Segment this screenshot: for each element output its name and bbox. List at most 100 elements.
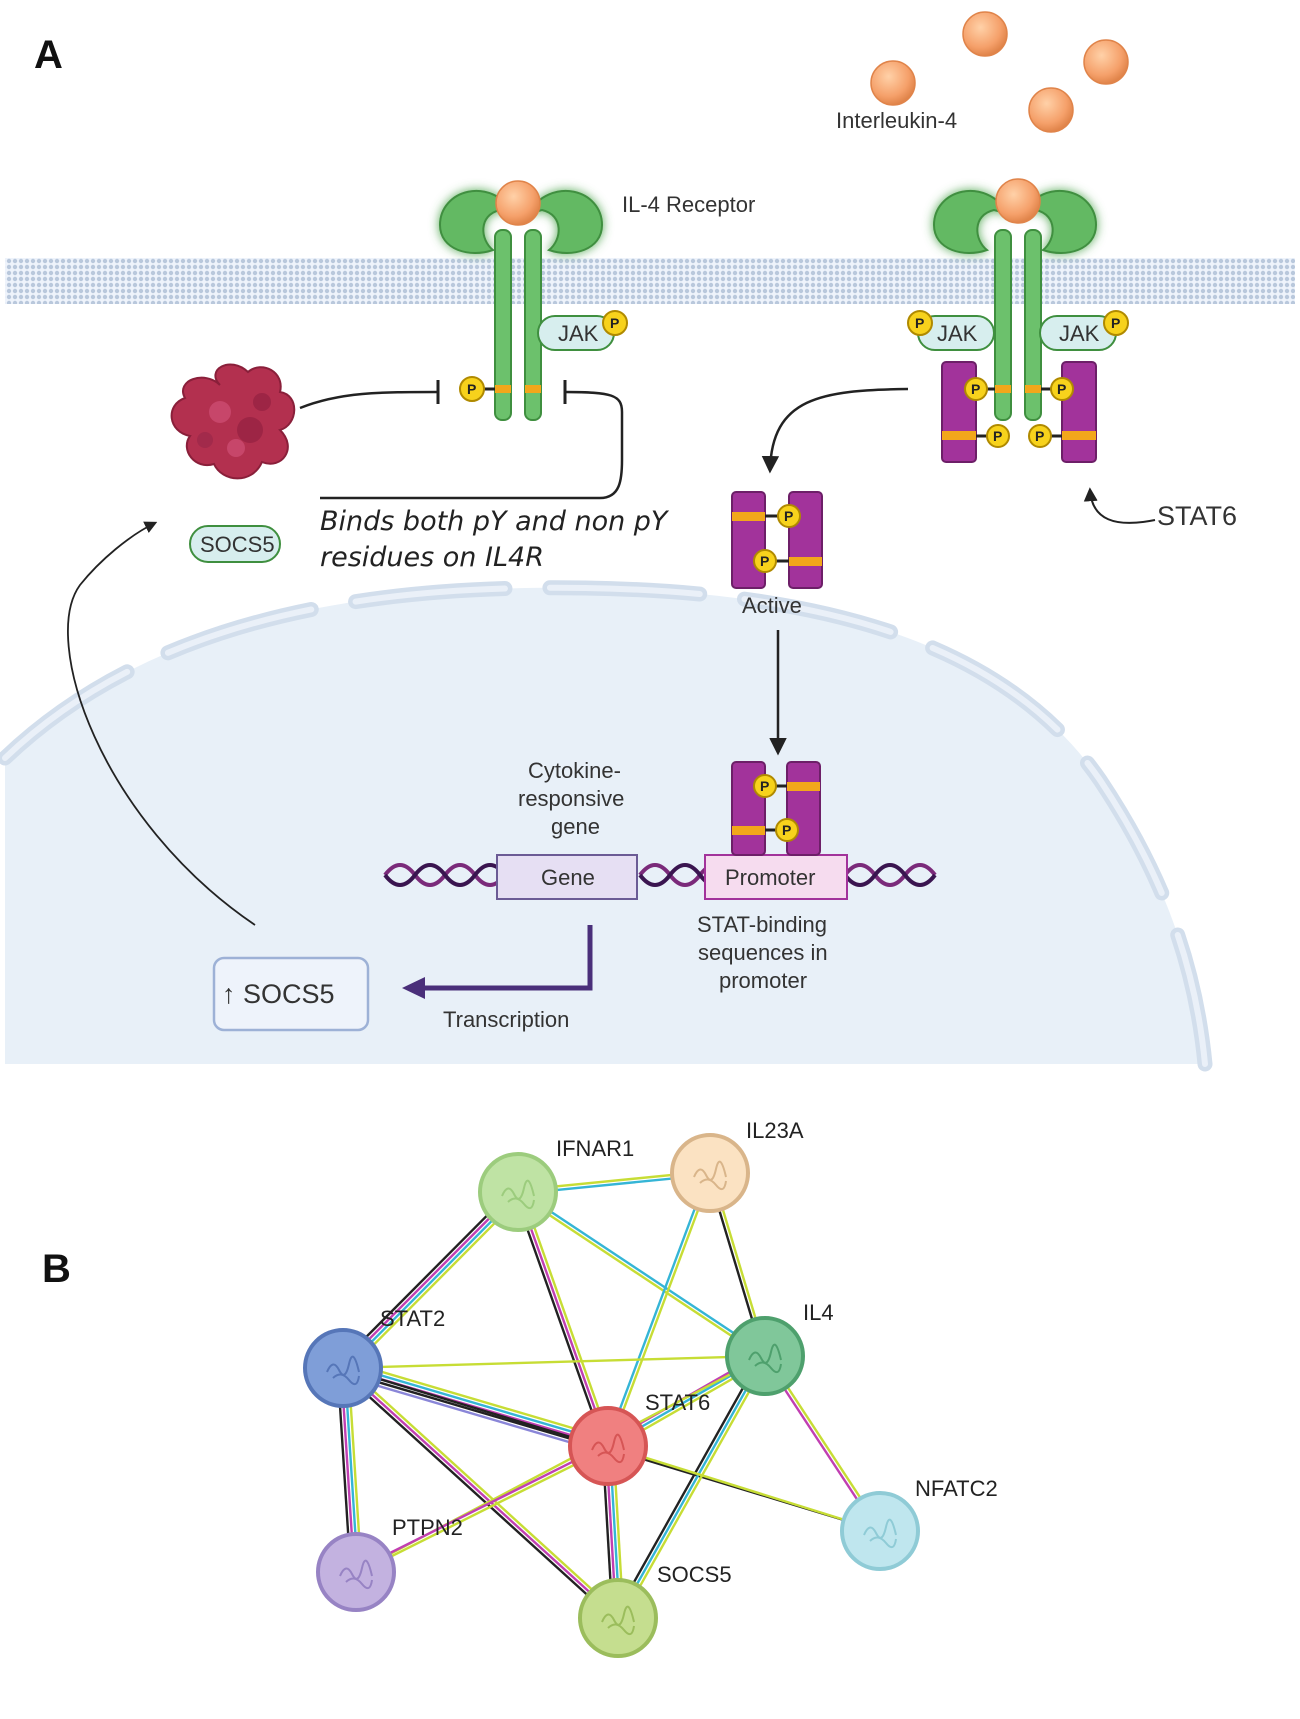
node-circle: [725, 1316, 805, 1396]
edge-il4-socs5-database: [616, 1355, 767, 1619]
node-ptpn2[interactable]: PTPN2: [316, 1515, 463, 1612]
protein-structure-icon: [863, 1518, 897, 1549]
cytokine-line1: Cytokine-: [528, 758, 621, 783]
node-label: STAT6: [645, 1390, 710, 1415]
protein-structure-icon: [601, 1605, 635, 1636]
edge-ifnar1-stat2-database: [343, 1192, 521, 1371]
phospho-label: P: [760, 553, 769, 569]
edge-il23a-stat6-database: [605, 1171, 710, 1446]
node-ifnar1[interactable]: IFNAR1: [478, 1136, 634, 1232]
bound-stat6-dimer: P P: [731, 761, 821, 856]
node-circle: [568, 1406, 648, 1486]
edge-ifnar1-il4-database: [518, 1189, 767, 1356]
socs5-protein: [170, 363, 296, 480]
edge-stat2-stat6-homology: [340, 1373, 607, 1455]
edge-il23a-stat6-text-mining: [608, 1173, 713, 1448]
edge-stat2-stat6-text-mining: [344, 1359, 611, 1441]
panel-b: B IFNAR1 IL23A STAT2 IL4STAT6NFATC2PTPN2SOC…: [42, 1118, 998, 1658]
statbind-line2: sequences in: [698, 940, 828, 965]
edge-il4-socs5-text-mining: [620, 1357, 770, 1621]
phospho-label: P: [760, 778, 769, 794]
node-stat6[interactable]: STAT6: [568, 1390, 710, 1486]
cytokine-line3: gene: [551, 814, 600, 839]
edge-stat6-ptpn2-experimental: [354, 1443, 608, 1572]
edge-ifnar1-stat2-text-mining: [345, 1194, 523, 1373]
transcription-label: Transcription: [443, 1007, 569, 1032]
protein-structure-icon: [326, 1355, 360, 1386]
edge-stat2-socs5-text-mining: [344, 1364, 622, 1617]
edge-stat6-ptpn2-text-mining: [356, 1446, 610, 1575]
gene-box: [496, 854, 638, 900]
edge-stat2-socs5-coexpression: [339, 1369, 617, 1622]
stat6-label: STAT6: [1157, 501, 1237, 531]
node-circle: [578, 1578, 658, 1658]
node-circle: [478, 1152, 558, 1232]
node-label: IL23A: [746, 1118, 804, 1143]
active-stat6-dimer: P P: [731, 491, 823, 589]
phospho-label: P: [782, 822, 791, 838]
nucleus: [0, 580, 1213, 1072]
phospho-label: P: [1035, 428, 1044, 444]
phospho-label: P: [467, 381, 476, 397]
statbind-line3: promoter: [719, 968, 807, 993]
panel-b-label: B: [42, 1247, 71, 1291]
network-edges: [336, 1170, 883, 1622]
node-il23a[interactable]: IL23A: [670, 1118, 804, 1213]
phospho-label: P: [971, 381, 980, 397]
node-label: IFNAR1: [556, 1136, 634, 1161]
cell-membrane: [5, 258, 1295, 304]
edge-ifnar1-stat2-experimental: [340, 1189, 518, 1368]
il4-receptor-left: P JAK P: [438, 180, 628, 421]
inhibition-line-1: [299, 390, 439, 410]
node-circle: [840, 1491, 920, 1571]
node-label: STAT2: [380, 1306, 445, 1331]
node-stat2[interactable]: STAT2: [303, 1306, 445, 1408]
gene-label: Gene: [541, 865, 595, 890]
interleukin-4-molecules: [870, 11, 1129, 133]
phospho-label: P: [610, 315, 619, 331]
node-label: NFATC2: [915, 1476, 998, 1501]
phospho-label: P: [1111, 315, 1120, 331]
node-circle: [670, 1133, 750, 1213]
stat6-arrow: [1083, 487, 1156, 524]
interleukin-4-label: Interleukin-4: [836, 108, 957, 133]
edge-il4-socs5-coexpression: [613, 1353, 763, 1617]
inhibition-line-2: [320, 390, 624, 500]
edge-stat2-stat6-database: [343, 1363, 610, 1444]
node-circle: [303, 1328, 383, 1408]
phospho-label: P: [915, 315, 924, 331]
il4-receptor-label: IL-4 Receptor: [622, 192, 755, 217]
socs5-up-box: [212, 956, 370, 1032]
feedback-arrow: [67, 521, 256, 926]
active-label: Active: [742, 593, 802, 618]
protein-structure-icon: [748, 1343, 782, 1374]
edge-ifnar1-stat2-coexpression: [338, 1187, 516, 1366]
edge-stat2-il4-text-mining: [342, 1354, 766, 1370]
jak-right-b-label: JAK: [1059, 321, 1100, 346]
node-il4[interactable]: IL4: [725, 1300, 834, 1396]
node-circle: [316, 1532, 396, 1612]
edge-ifnar1-stat6-text-mining: [520, 1190, 613, 1446]
node-label: IL4: [803, 1300, 834, 1325]
panel-a-label: A: [34, 33, 63, 77]
panel-a: A Interleukin-4 IL-4 Receptor: [0, 11, 1295, 1072]
node-label: PTPN2: [392, 1515, 463, 1540]
binds-text-line2: residues on IL4R: [320, 542, 544, 573]
phospho-label: P: [993, 428, 1002, 444]
jak-right-a-label: JAK: [937, 321, 978, 346]
node-nfatc2[interactable]: NFATC2: [840, 1476, 998, 1571]
phospho-label: P: [784, 508, 793, 524]
promoter-label: Promoter: [725, 865, 815, 890]
protein-structure-icon: [339, 1559, 373, 1590]
node-socs5[interactable]: SOCS5: [578, 1562, 732, 1658]
edge-ifnar1-stat6-coexpression: [513, 1192, 606, 1448]
edge-stat6-nfatc2-text-mining: [607, 1444, 881, 1533]
socs5-tag: [189, 525, 281, 563]
cytokine-line2: responsive: [518, 786, 624, 811]
protein-structure-icon: [501, 1179, 535, 1210]
socs5-up-label: ↑ SOCS5: [222, 979, 335, 1009]
il4-receptor-right: JAK P JAK P P P P P: [907, 178, 1129, 463]
edge-ifnar1-il4-text-mining: [516, 1192, 765, 1359]
